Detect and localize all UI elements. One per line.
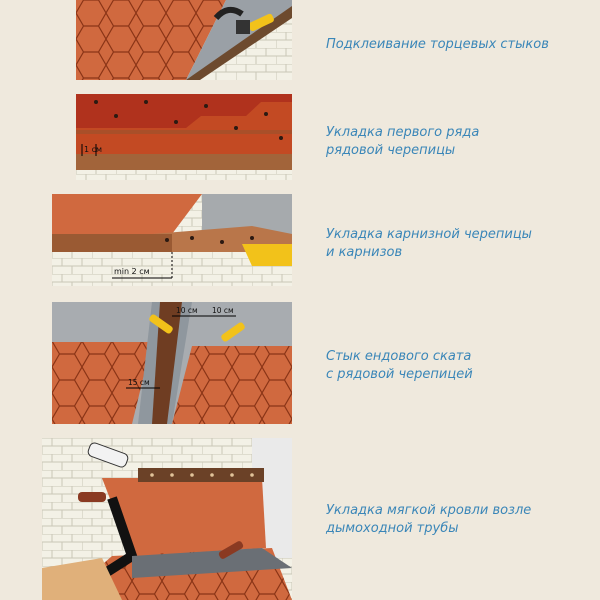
caption-line: Укладка первого ряда [326,125,480,140]
illustration-eave-tiles: min 2 см [52,194,292,286]
dimension-label: 10 см [176,306,198,315]
caption-step-2: Укладка первого ряда рядовой черепицы [326,124,479,160]
brush-icon [149,314,245,342]
step-first-row: 1 см Укладка первого ряда рядовой черепи… [0,94,600,184]
brush-icon [78,492,244,559]
dimension-label: min 2 см [114,267,150,276]
caption-line: Укладка карнизной черепицы [326,227,532,242]
caption-step-5: Укладка мягкой кровли возле дымоходной т… [326,502,531,538]
caption-line: Укладка мягкой кровли возле [326,503,532,518]
caption-step-3: Укладка карнизной черепицы и карнизов [326,226,532,262]
step-end-joint-gluing: Подклеивание торцевых стыков [0,0,600,84]
step-chimney: Укладка мягкой кровли возле дымоходной т… [0,438,600,600]
illustration-end-joint-gluing [76,0,292,80]
step-valley-joint: 10 см 10 см 15 см Стык ендового ската с … [0,302,600,428]
illustration-first-row: 1 см [76,94,292,180]
tube-icon [87,442,129,468]
caption-line: рядовой черепицы [326,143,456,158]
step-eave-tiles: min 2 см Укладка карнизной черепицы и ка… [0,194,600,290]
caption-line: Подклеивание торцевых стыков [326,37,549,52]
dimension-label: 15 см [128,378,150,387]
caption-line: Стык ендового ската [326,349,472,364]
caption-line: с рядовой черепицей [326,367,473,382]
caption-step-4: Стык ендового ската с рядовой черепицей [326,348,473,384]
dimension-label: 1 см [84,145,102,154]
illustration-valley-joint: 10 см 10 см 15 см [52,302,292,424]
illustration-chimney [42,438,292,600]
caption-line: и карнизов [326,245,403,260]
dimension-label: 10 см [212,306,234,315]
caption-line: дымоходной трубы [326,521,459,536]
caption-step-1: Подклеивание торцевых стыков [326,36,549,54]
brush-icon [236,13,274,34]
